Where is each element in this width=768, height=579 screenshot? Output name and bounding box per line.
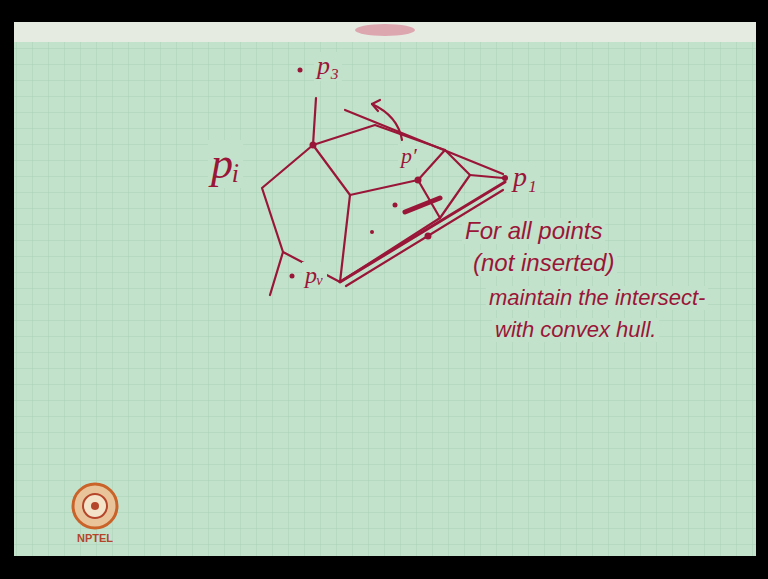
ray-line	[313, 98, 316, 145]
note-text: with convex hull.	[492, 318, 659, 342]
point-label: p₁	[510, 162, 540, 193]
top-strip	[14, 22, 756, 42]
point-label: pᵥ	[302, 262, 327, 288]
point-dot	[370, 230, 374, 234]
point-dot	[415, 177, 422, 184]
voronoi-edge	[340, 195, 350, 282]
logo-dot	[91, 502, 99, 510]
point-label: p₃	[314, 52, 342, 81]
logo-text: NPTEL	[74, 532, 116, 544]
tangent-line	[345, 110, 503, 174]
marked-segment	[405, 198, 440, 212]
point-dot	[502, 175, 508, 181]
point-dot	[393, 203, 398, 208]
point-label: pᵢ	[208, 140, 243, 188]
logo-core	[83, 494, 107, 518]
grid	[14, 42, 756, 556]
tangent-line	[470, 175, 503, 178]
note-text: maintain the intersect-	[486, 286, 708, 310]
logo-ring	[73, 484, 117, 528]
point-dot	[310, 142, 317, 149]
note-text: For all points	[462, 218, 605, 244]
point-dot	[425, 233, 432, 240]
paper	[14, 42, 756, 556]
pink-mark	[355, 24, 415, 36]
ray-line	[270, 252, 283, 295]
point-dot	[290, 274, 295, 279]
arrow-head	[372, 100, 380, 111]
point-dot	[298, 68, 303, 73]
point-label: p′	[398, 144, 420, 168]
note-text: (not inserted)	[470, 250, 617, 276]
logo	[73, 484, 117, 528]
voronoi-edge	[313, 145, 445, 195]
